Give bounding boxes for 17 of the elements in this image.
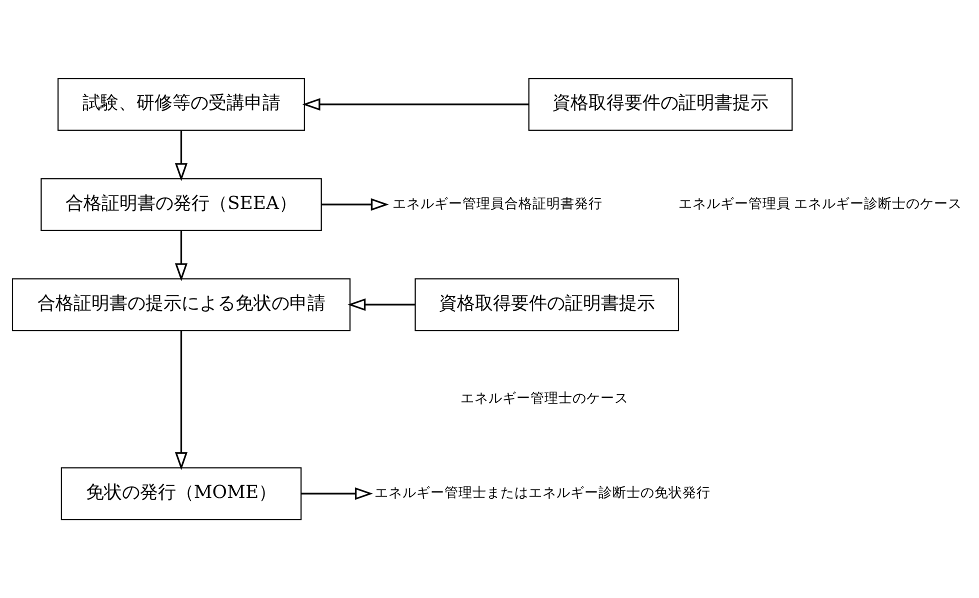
node-box: 免状の発行（MOME） xyxy=(60,467,302,520)
arrow xyxy=(174,330,188,470)
arrow xyxy=(302,98,529,111)
arrow xyxy=(321,198,389,211)
node-text: エネルギー管理員合格証明書発行 xyxy=(392,196,602,211)
arrow xyxy=(348,298,416,311)
node-box: 合格証明書の提示による免状の申請 xyxy=(12,278,351,332)
arrow xyxy=(174,230,188,282)
node-box: 資格取得要件の証明書提示 xyxy=(528,78,793,131)
node-box: 合格証明書の発行（SEEA） xyxy=(40,178,322,231)
label: エネルギー管理士のケース xyxy=(460,390,629,406)
node-box: 資格取得要件の証明書提示 xyxy=(414,278,680,332)
arrow xyxy=(174,130,188,182)
arrow xyxy=(301,487,373,500)
node-text: エネルギー管理士またはエネルギー診断士の免状発行 xyxy=(374,485,710,500)
node-box: 試験、研修等の受講申請 xyxy=(58,78,305,131)
label: エネルギー管理員 エネルギー診断士のケース xyxy=(678,196,962,211)
